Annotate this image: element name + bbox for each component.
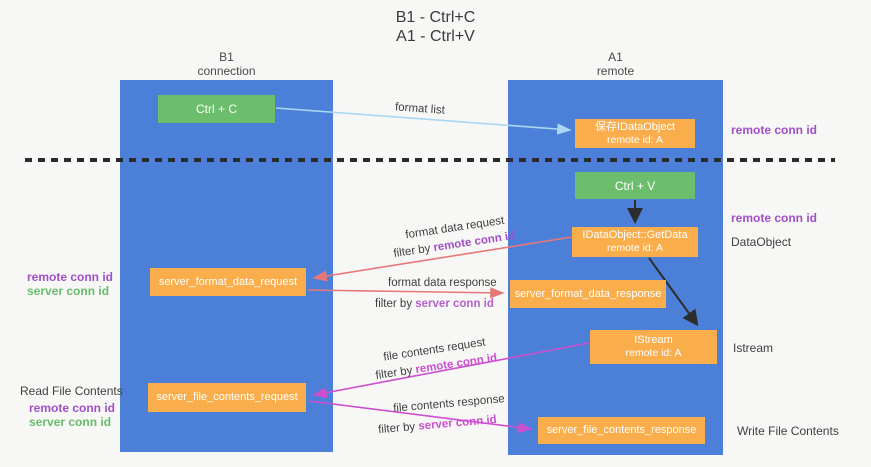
- server-conn-id-text: server conn id: [415, 298, 494, 310]
- format-data-response-arrow: [307, 287, 505, 299]
- title-line-1: B1 - Ctrl+C: [395, 9, 476, 26]
- server-file-contents-request-label: server_file_contents_request: [156, 391, 298, 403]
- remote-conn-id-label-left: remote conn id: [27, 270, 114, 284]
- istream-line1: IStream: [634, 334, 673, 346]
- file-contents-response-label: file contents response: [392, 393, 506, 415]
- file-contents-response-filter-label: filter by server conn id: [378, 414, 497, 436]
- ctrl-v-label: Ctrl + V: [614, 178, 656, 193]
- right-column-header: A1 remote: [508, 50, 723, 78]
- right-column-name: A1: [608, 50, 623, 64]
- remote-conn-id-label-top: remote conn id: [731, 123, 818, 137]
- istream-side-label: Istream: [733, 341, 774, 355]
- istream-line2: remote id: A: [625, 347, 682, 359]
- server-conn-id-label-bottom-left: server conn id: [29, 415, 112, 429]
- getdata-line1: IDataObject::GetData: [582, 229, 688, 241]
- left-column-name: B1: [219, 50, 234, 64]
- remote-conn-id-label-bottom-left: remote conn id: [29, 401, 116, 415]
- left-column-header: B1 connection: [120, 50, 333, 78]
- server-file-contents-request-box: server_file_contents_request: [148, 383, 306, 412]
- remote-conn-id-label-mid: remote conn id: [731, 211, 818, 225]
- getdata-line2: remote id: A: [606, 242, 664, 254]
- write-file-contents-label: Write File Contents: [737, 424, 839, 438]
- read-file-contents-label: Read File Contents: [20, 384, 123, 398]
- save-idataobject-line2: remote id: A: [606, 133, 664, 146]
- server-file-contents-response-label: server_file_contents_response: [546, 424, 697, 436]
- server-conn-id-text: server conn id: [417, 413, 498, 433]
- filter-by-text: filter by: [374, 364, 417, 383]
- ctrl-c-label: Ctrl + C: [195, 102, 237, 116]
- filter-by-text: filter by: [392, 242, 435, 261]
- save-idataobject-line1: 保存IDataObject: [594, 120, 676, 133]
- right-column-subtitle: remote: [596, 64, 635, 78]
- format-data-response-filter-label: filter by server conn id: [375, 298, 494, 310]
- save-idataobject-box: 保存IDataObject remote id: A: [575, 119, 695, 148]
- dataobject-label: DataObject: [731, 235, 792, 249]
- ctrl-v-box: Ctrl + V: [575, 172, 695, 199]
- server-conn-id-label-left: server conn id: [27, 284, 110, 298]
- server-format-data-request-box: server_format_data_request: [150, 268, 306, 296]
- diagram-title: B1 - Ctrl+C A1 - Ctrl+V: [0, 8, 871, 46]
- istream-box: IStream remote id: A: [590, 330, 717, 364]
- dashed-separator: [25, 158, 835, 162]
- server-format-data-response-box: server_format_data_response: [510, 280, 666, 308]
- server-format-data-request-label: server_format_data_request: [158, 275, 298, 288]
- format-data-response-label: format data response: [388, 277, 497, 289]
- idataobject-getdata-box: IDataObject::GetData remote id: A: [572, 227, 698, 257]
- ctrl-c-box: Ctrl + C: [158, 95, 275, 123]
- server-file-contents-response-box: server_file_contents_response: [538, 417, 705, 444]
- server-format-data-response-label: server_format_data_response: [514, 287, 662, 300]
- filter-by-text: filter by: [377, 420, 419, 437]
- filter-by-text: filter by: [375, 298, 416, 310]
- format-list-label: format list: [394, 101, 446, 117]
- left-column-subtitle: connection: [197, 64, 256, 78]
- title-line-2: A1 - Ctrl+V: [396, 28, 475, 45]
